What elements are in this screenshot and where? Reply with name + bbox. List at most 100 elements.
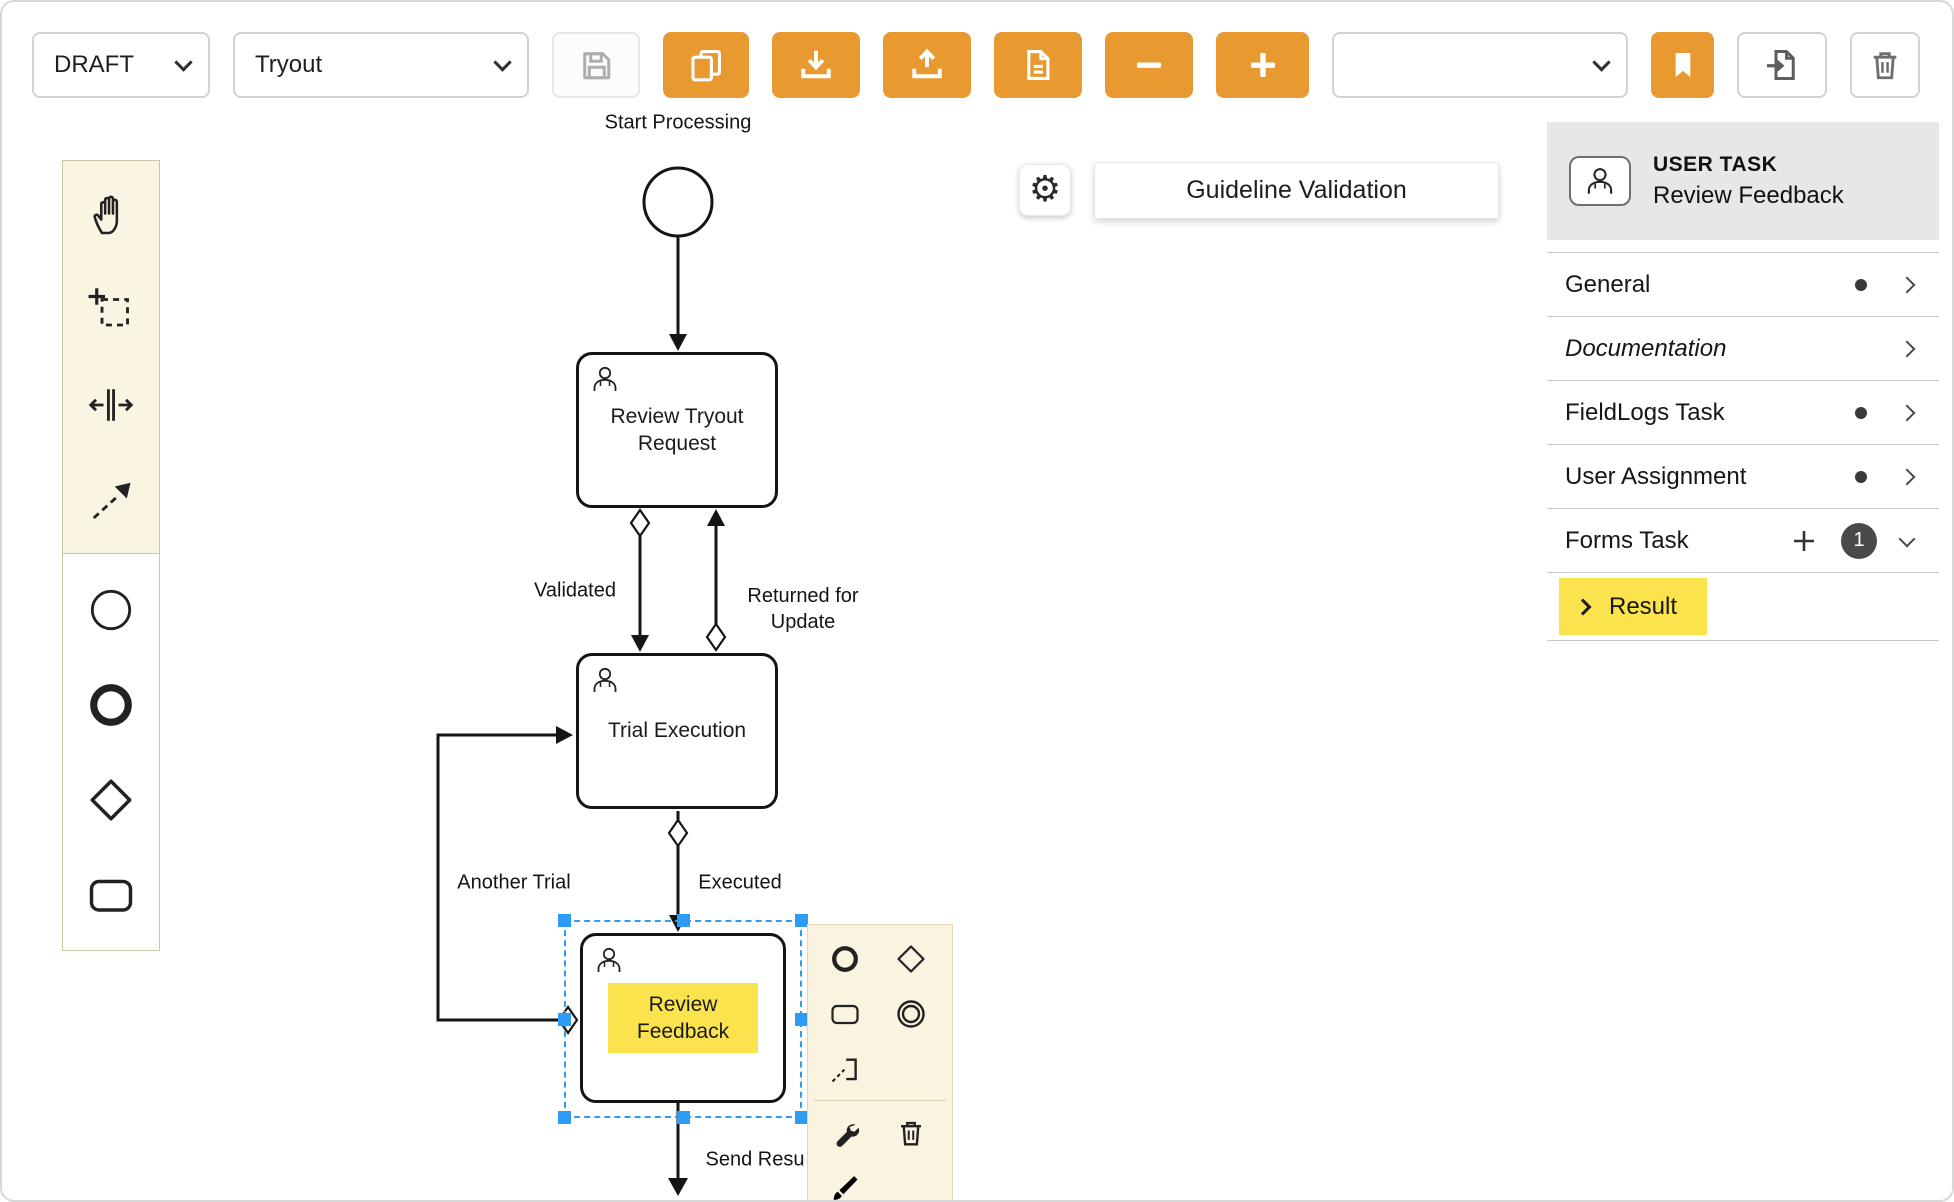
- task-label: Trial Execution: [607, 719, 747, 743]
- bookmark-button[interactable]: [1651, 32, 1714, 98]
- settings-button[interactable]: ⚙: [1019, 164, 1071, 216]
- save-button[interactable]: [552, 32, 640, 98]
- properties-panel-header: USER TASK Review Feedback: [1547, 122, 1939, 240]
- flow-label-executed[interactable]: Executed: [698, 871, 782, 894]
- flow-label-validated[interactable]: Validated: [534, 579, 616, 602]
- create-end-event[interactable]: [63, 657, 159, 752]
- resize-handle[interactable]: [795, 1111, 808, 1124]
- section-documentation[interactable]: Documentation: [1547, 317, 1939, 381]
- space-tool-icon: [88, 388, 134, 421]
- palette-shapes-group: [63, 554, 159, 950]
- resize-handle[interactable]: [676, 1111, 690, 1124]
- diagram-name-value: Tryout: [255, 51, 323, 78]
- download-button[interactable]: [772, 32, 860, 98]
- forms-count-badge: 1: [1841, 522, 1877, 559]
- resize-handle[interactable]: [558, 1012, 571, 1026]
- context-pad: [807, 924, 953, 1200]
- start-event[interactable]: [642, 166, 714, 238]
- guideline-validation-label: Guideline Validation: [1186, 176, 1407, 204]
- plus-icon: [1250, 52, 1275, 78]
- upload-icon: [912, 48, 942, 79]
- task-icon: [831, 1004, 859, 1024]
- task-label: Review Tryout Request: [610, 404, 744, 455]
- user-task-icon: [597, 947, 621, 972]
- element-type-label: USER TASK: [1653, 152, 1778, 176]
- chevron-right-icon: [1898, 404, 1916, 421]
- download-icon: [801, 50, 831, 79]
- section-general[interactable]: General: [1547, 253, 1939, 317]
- copy-button[interactable]: [663, 32, 749, 98]
- status-dot: [1855, 278, 1867, 291]
- properties-sections: General Documentation FieldLogs Task: [1547, 252, 1939, 641]
- lasso-icon: [88, 287, 129, 326]
- append-gateway-button[interactable]: [878, 931, 944, 986]
- element-name-label: Review Feedback: [1653, 181, 1844, 209]
- user-task-icon: [593, 366, 617, 391]
- create-gateway[interactable]: [63, 752, 159, 847]
- task-trial-execution[interactable]: Trial Execution: [576, 653, 778, 809]
- guideline-validation-button[interactable]: Guideline Validation: [1094, 162, 1499, 219]
- intermediate-event-icon: [897, 999, 925, 1028]
- append-end-event-button[interactable]: [812, 931, 878, 986]
- copy-icon: [691, 49, 722, 82]
- color-picker-button[interactable]: [812, 1160, 878, 1200]
- chevron-right-icon: [1898, 468, 1916, 485]
- resize-handle[interactable]: [795, 1012, 808, 1026]
- create-start-event[interactable]: [63, 562, 159, 657]
- wrench-menu-button[interactable]: [812, 1105, 878, 1160]
- paint-brush-icon: [833, 1175, 858, 1200]
- resize-handle[interactable]: [558, 1111, 571, 1124]
- task-review-tryout-request[interactable]: Review Tryout Request: [576, 352, 778, 508]
- flow-label-send-result[interactable]: Send Resu: [705, 1148, 805, 1171]
- wrench-icon: [836, 1123, 860, 1147]
- export-file-button[interactable]: [994, 32, 1082, 98]
- connect-arrow-icon: [92, 482, 131, 519]
- chevron-right-icon: [1898, 340, 1916, 357]
- append-intermediate-event-button[interactable]: [878, 986, 944, 1041]
- hand-icon: [93, 195, 119, 234]
- add-form-icon[interactable]: [1791, 528, 1817, 554]
- import-button[interactable]: [1737, 32, 1827, 98]
- delete-button[interactable]: [1850, 32, 1920, 98]
- resize-handle[interactable]: [676, 914, 690, 927]
- status-dot: [1855, 406, 1867, 419]
- minus-icon: [1136, 62, 1162, 68]
- lasso-tool[interactable]: [63, 262, 159, 357]
- delete-element-button[interactable]: [878, 1105, 944, 1160]
- append-text-annotation-button[interactable]: [812, 1041, 878, 1096]
- hand-tool[interactable]: [63, 167, 159, 262]
- resize-handle[interactable]: [795, 914, 808, 927]
- flow-validated[interactable]: [629, 508, 651, 652]
- zoom-out-button[interactable]: [1105, 32, 1193, 98]
- flow-label-returned[interactable]: Returned for Update: [747, 585, 859, 633]
- global-connect-tool[interactable]: [63, 452, 159, 547]
- gateway-icon: [90, 779, 132, 820]
- form-item-result[interactable]: Result: [1559, 578, 1708, 635]
- section-fieldlogs-task[interactable]: FieldLogs Task: [1547, 381, 1939, 445]
- section-user-assignment[interactable]: User Assignment: [1547, 445, 1939, 509]
- status-dropdown-value: DRAFT: [54, 51, 134, 78]
- zoom-in-button[interactable]: [1216, 32, 1309, 98]
- properties-panel: USER TASK Review Feedback General Docume…: [1547, 122, 1939, 641]
- context-pad-divider: [814, 1100, 946, 1101]
- task-review-feedback[interactable]: Review Feedback: [580, 933, 786, 1103]
- append-task-button[interactable]: [812, 986, 878, 1041]
- resize-handle[interactable]: [558, 914, 571, 927]
- diagram-name-dropdown[interactable]: Tryout: [233, 32, 529, 98]
- flow-start-to-review[interactable]: [669, 236, 687, 351]
- start-event-label[interactable]: Start Processing: [604, 111, 752, 134]
- create-task[interactable]: [63, 847, 159, 942]
- tool-palette: [62, 160, 160, 951]
- status-dropdown[interactable]: DRAFT: [32, 32, 210, 98]
- end-event-icon: [832, 945, 858, 972]
- flow-label-another-trial[interactable]: Another Trial: [457, 871, 571, 894]
- space-tool[interactable]: [63, 357, 159, 452]
- version-dropdown[interactable]: [1332, 32, 1628, 98]
- section-forms-task[interactable]: Forms Task 1: [1547, 509, 1939, 573]
- upload-button[interactable]: [883, 32, 971, 98]
- file-import-icon: [1767, 50, 1795, 80]
- flow-returned-for-update[interactable]: [705, 509, 727, 652]
- save-icon: [583, 52, 611, 80]
